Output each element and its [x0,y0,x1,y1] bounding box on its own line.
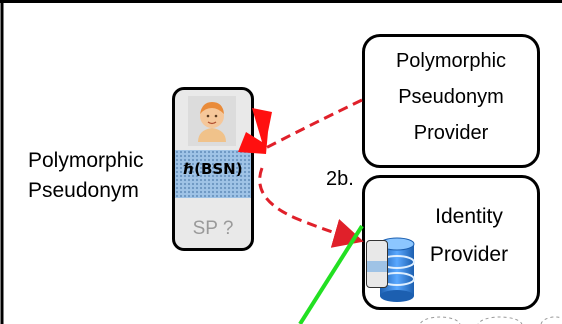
left-label-line-1: Polymorphic [28,149,144,172]
mini-pseudonym-card [366,240,388,288]
idp-line-1: Identity [435,205,503,228]
dashed-circle-3 [540,316,562,324]
dashed-circle-1 [419,316,461,324]
pseudonym-card: ℏ(BSN) SP ? [172,87,254,251]
ppp-line-3: Provider [413,122,489,144]
mini-card-band [367,261,387,272]
ppp-line-1: Polymorphic [395,50,507,72]
green-connector-line [298,224,364,324]
bsn-band [175,150,251,198]
person-face-icon [188,96,236,146]
dashed-arrow-card-to-idp [258,167,364,248]
idp-line-2: Provider [429,243,509,266]
polymorphic-pseudonym-label: Polymorphic Pseudonym [28,146,158,206]
hashed-bsn-text: ℏ(BSN) [183,160,243,178]
dashed-circle-2 [477,316,523,324]
step-label-2b: 2b. [326,168,354,190]
left-label-line-2: Pseudonym [28,179,139,202]
red-arrowhead-icon [238,108,272,154]
ppp-line-2: Pseudonym [398,86,504,108]
dashed-arrow-ppp-to-card [261,98,363,152]
database-icon [366,234,418,304]
sp-question-text: SP ? [192,218,234,239]
polymorphic-pseudonym-provider-box: Polymorphic Pseudonym Provider [362,34,540,168]
